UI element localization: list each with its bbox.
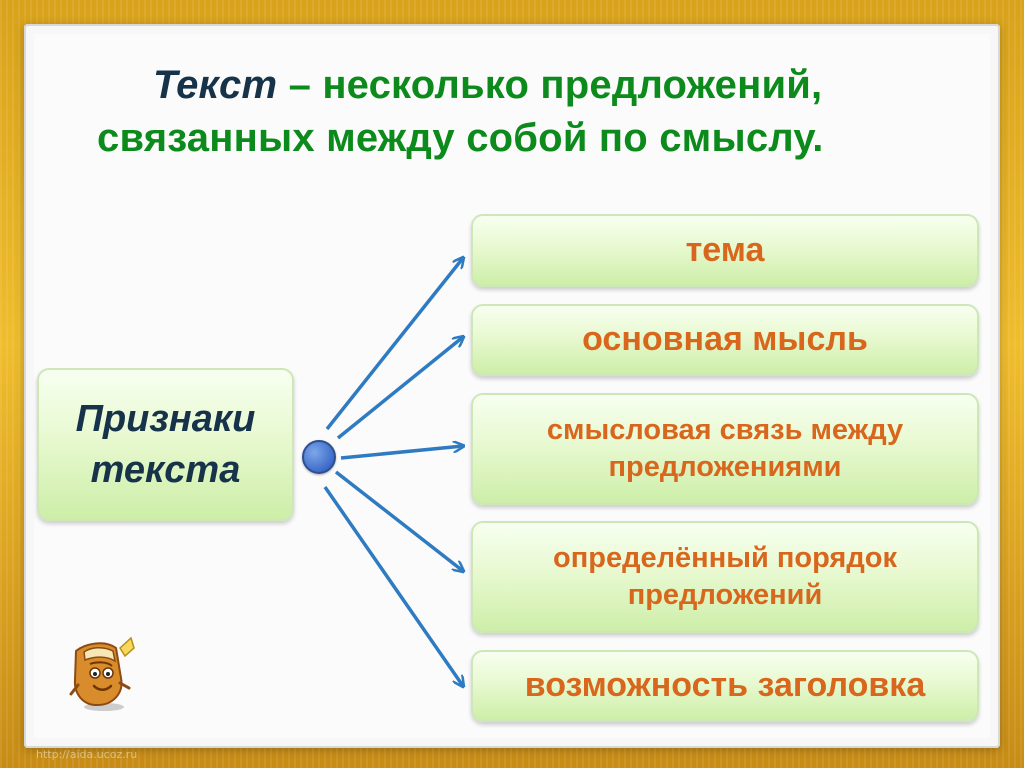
- feature-card-sentence-order: определённый порядок предложений: [471, 521, 979, 633]
- feature-card-semantic-link: смысловая связь между предложениями: [471, 393, 979, 505]
- arrow-to-title-possibility: [323, 486, 463, 686]
- main-card: Признаки текста: [37, 368, 294, 521]
- feature-card-topic: тема: [471, 214, 979, 287]
- feature-label: возможность заголовка: [524, 666, 926, 705]
- feature-label: тема: [685, 230, 765, 269]
- feature-label: основная мысль: [582, 320, 868, 359]
- feature-card-title-possibility: возможность заголовка: [471, 650, 979, 722]
- title-line-2: связанных между собой по смыслу.: [97, 116, 824, 160]
- book-character-icon: [69, 636, 135, 711]
- definition-part-1: – несколько предложений,: [277, 63, 823, 107]
- feature-label: определённый порядок предложений: [553, 541, 897, 611]
- feature-card-main-idea: основная мысль: [471, 304, 979, 376]
- term-text: Текст: [153, 63, 278, 107]
- watermark: http://aida.ucoz.ru: [36, 748, 138, 761]
- arrow-to-sentence-order: [334, 470, 463, 571]
- diagram-hub: [302, 440, 336, 474]
- title-line-1: Текст – несколько предложений,: [153, 62, 822, 109]
- feature-label: смысловая связь между предложениями: [546, 413, 904, 483]
- arrow-to-topic: [325, 258, 463, 431]
- arrow-to-semantic-link: [340, 446, 463, 460]
- arrow-to-main-idea: [336, 337, 463, 440]
